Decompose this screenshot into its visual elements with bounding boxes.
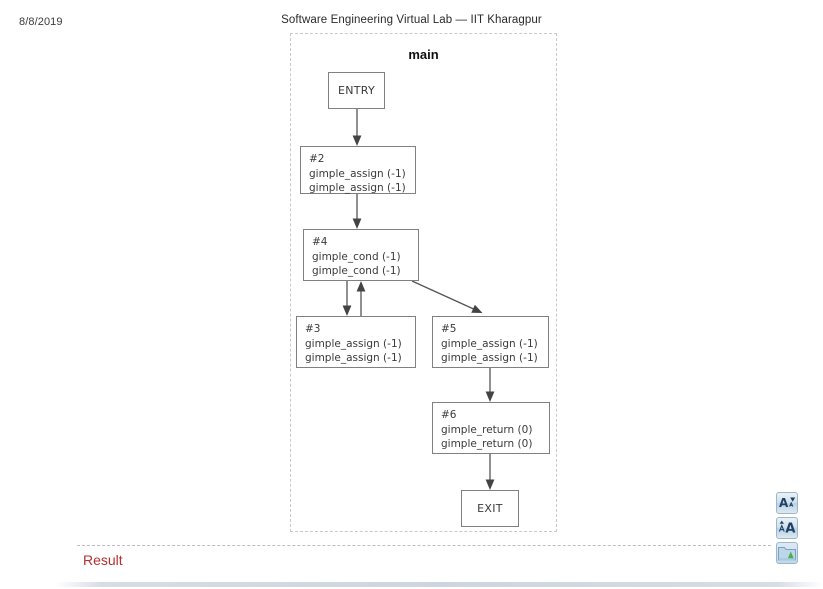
- increase-font-size-icon: A: [778, 520, 795, 537]
- bottom-scroll-bar[interactable]: [55, 582, 823, 587]
- node-stmt-1: gimple_cond (-1): [312, 251, 401, 263]
- node-id: #6: [441, 409, 457, 421]
- node-id: #3: [305, 323, 321, 335]
- node-stmt-1: gimple_assign (-1): [441, 338, 538, 350]
- node-id: #5: [441, 323, 457, 335]
- open-folder-icon: [778, 547, 796, 561]
- node-stmt-1: gimple_return (0): [441, 424, 533, 436]
- node-stmt-2: gimple_assign (-1): [309, 182, 406, 194]
- print-date: 8/8/2019: [19, 16, 63, 28]
- node-stmt-2: gimple_return (0): [441, 438, 533, 450]
- section-divider: [77, 545, 771, 546]
- accessibility-toolbar: A A: [776, 492, 802, 567]
- cfg-node-bb4: #4 gimple_cond (-1) gimple_cond (-1): [303, 229, 419, 281]
- cfg-node-bb2: #2 gimple_assign (-1) gimple_assign (-1): [300, 146, 416, 194]
- node-stmt-1: gimple_assign (-1): [309, 168, 406, 180]
- cfg-node-exit: EXIT: [461, 490, 519, 527]
- cluster-label: main: [408, 47, 439, 62]
- cfg-node-bb5: #5 gimple_assign (-1) gimple_assign (-1): [432, 316, 549, 368]
- node-id: #4: [312, 236, 328, 248]
- decrease-font-size-icon: A: [779, 496, 796, 510]
- node-stmt-2: gimple_assign (-1): [441, 352, 538, 364]
- open-folder-button[interactable]: [776, 542, 798, 564]
- node-stmt-2: gimple_cond (-1): [312, 265, 401, 277]
- increase-font-size-button[interactable]: A: [776, 517, 798, 539]
- cfg-node-entry: ENTRY: [328, 72, 385, 109]
- cfg-node-bb6: #6 gimple_return (0) gimple_return (0): [432, 402, 550, 454]
- node-label: ENTRY: [337, 83, 376, 97]
- node-id: #2: [309, 153, 325, 165]
- cfg-node-bb3: #3 gimple_assign (-1) gimple_assign (-1): [296, 316, 416, 368]
- node-stmt-1: gimple_assign (-1): [305, 338, 402, 350]
- svg-text:A: A: [779, 496, 789, 510]
- svg-text:A: A: [785, 522, 795, 537]
- node-label: EXIT: [477, 501, 503, 515]
- result-heading: Result: [83, 552, 123, 568]
- decrease-font-size-button[interactable]: A: [776, 492, 798, 514]
- page-title: Software Engineering Virtual Lab — IIT K…: [281, 14, 542, 26]
- node-stmt-2: gimple_assign (-1): [305, 352, 402, 364]
